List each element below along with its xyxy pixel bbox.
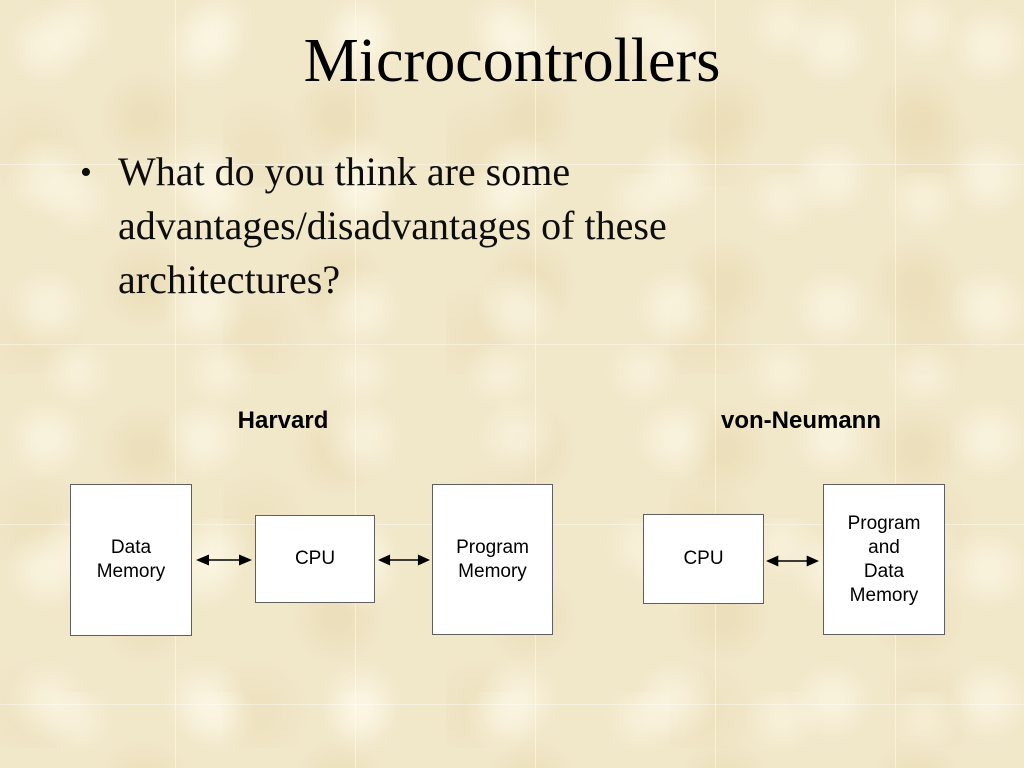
bullet-line: What do you think are some bbox=[118, 149, 571, 194]
program-memory-box: Program Memory bbox=[432, 484, 553, 635]
bullet-line: advantages/disadvantages of these bbox=[118, 203, 667, 248]
bullet-text: What do you think are some advantages/di… bbox=[118, 145, 667, 307]
program-and-data-memory-box-label: Program and Data Memory bbox=[847, 512, 921, 606]
bullet-marker: • bbox=[80, 154, 92, 191]
harvard-cpu-box: CPU bbox=[255, 515, 375, 603]
harvard-architecture-label: Harvard bbox=[237, 407, 329, 434]
bidirectional-arrow-data-memory-cpu bbox=[196, 553, 252, 567]
bullet-line: architectures? bbox=[118, 257, 341, 302]
program-and-data-memory-box: Program and Data Memory bbox=[823, 484, 945, 635]
slide-title: Microcontrollers bbox=[303, 27, 721, 95]
von-neumann-cpu-box: CPU bbox=[643, 514, 764, 604]
von-neumann-cpu-box-label: CPU bbox=[683, 548, 724, 569]
program-memory-box-label: Program Memory bbox=[456, 536, 529, 582]
harvard-cpu-box-label: CPU bbox=[294, 548, 336, 569]
bullet-item: • What do you think are some advantages/… bbox=[80, 145, 790, 307]
data-memory-box-label: Data Memory bbox=[96, 537, 166, 582]
von-neumann-architecture-label: von-Neumann bbox=[720, 407, 881, 434]
data-memory-box: Data Memory bbox=[70, 484, 192, 636]
bidirectional-arrow-cpu-program-and-data-memory bbox=[766, 554, 819, 568]
bidirectional-arrow-cpu-program-memory bbox=[378, 553, 430, 567]
